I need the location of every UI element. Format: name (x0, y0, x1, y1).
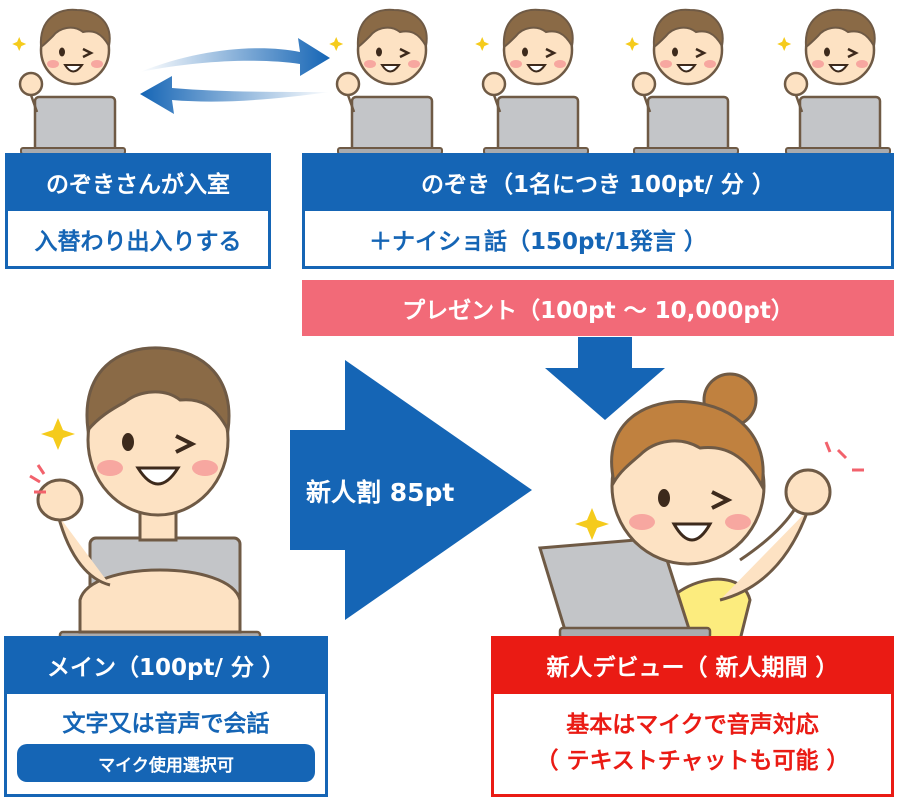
main-header-label: メイン（100pt/ 分 ） (47, 655, 285, 681)
male-character-icon (473, 8, 590, 156)
debut-line2: （ テキストチャットも可能 ） (535, 748, 850, 774)
down-arrow-icon (545, 337, 665, 420)
male-character-icon (10, 8, 127, 156)
nozoki-header-label: のぞき（1名につき 100pt/ 分 ） (421, 172, 775, 198)
arrow-enter-right (140, 38, 330, 76)
entry-body-label: 入替わり出入りする (34, 228, 242, 255)
debut-body: 基本はマイクで音声対応 （ テキストチャットも可能 ） (491, 694, 894, 797)
present-label: プレゼント（100pt 〜 10,000pt） (402, 298, 794, 324)
entry-header-label: のぞきさんが入室 (46, 172, 230, 198)
present-bar: プレゼント（100pt 〜 10,000pt） (302, 280, 894, 336)
debut-header: 新人デビュー（ 新人期間 ） (491, 636, 894, 694)
entry-body: 入替わり出入りする (5, 211, 271, 269)
nozoki-header: のぞき（1名につき 100pt/ 分 ） (302, 153, 894, 211)
main-body-label: 文字又は音声で会話 (62, 711, 270, 737)
debut-line1: 基本はマイクで音声対応 (566, 712, 819, 739)
male-character-icon (623, 8, 740, 156)
female-character-icon (538, 372, 864, 642)
nozoki-body: ＋ナイショ話（150pt/1発言 ） (302, 211, 894, 269)
debut-header-label: 新人デビュー（ 新人期間 ） (546, 655, 839, 681)
nozoki-body-label: ＋ナイショ話（150pt/1発言 ） (369, 228, 707, 255)
right-arrow-icon (290, 360, 532, 620)
mic-option-label: マイク使用選択可 (98, 755, 234, 776)
main-body: 文字又は音声で会話 マイク使用選択可 (4, 694, 328, 797)
male-character-icon (775, 8, 892, 156)
discount-label: 新人割 85pt (306, 478, 455, 507)
entry-header: のぞきさんが入室 (5, 153, 271, 211)
male-character-icon (327, 8, 444, 156)
main-header: メイン（100pt/ 分 ） (4, 636, 328, 694)
main-male-character-icon (29, 346, 262, 642)
mic-option-pill: マイク使用選択可 (17, 744, 315, 782)
arrow-exit-left (140, 76, 330, 114)
